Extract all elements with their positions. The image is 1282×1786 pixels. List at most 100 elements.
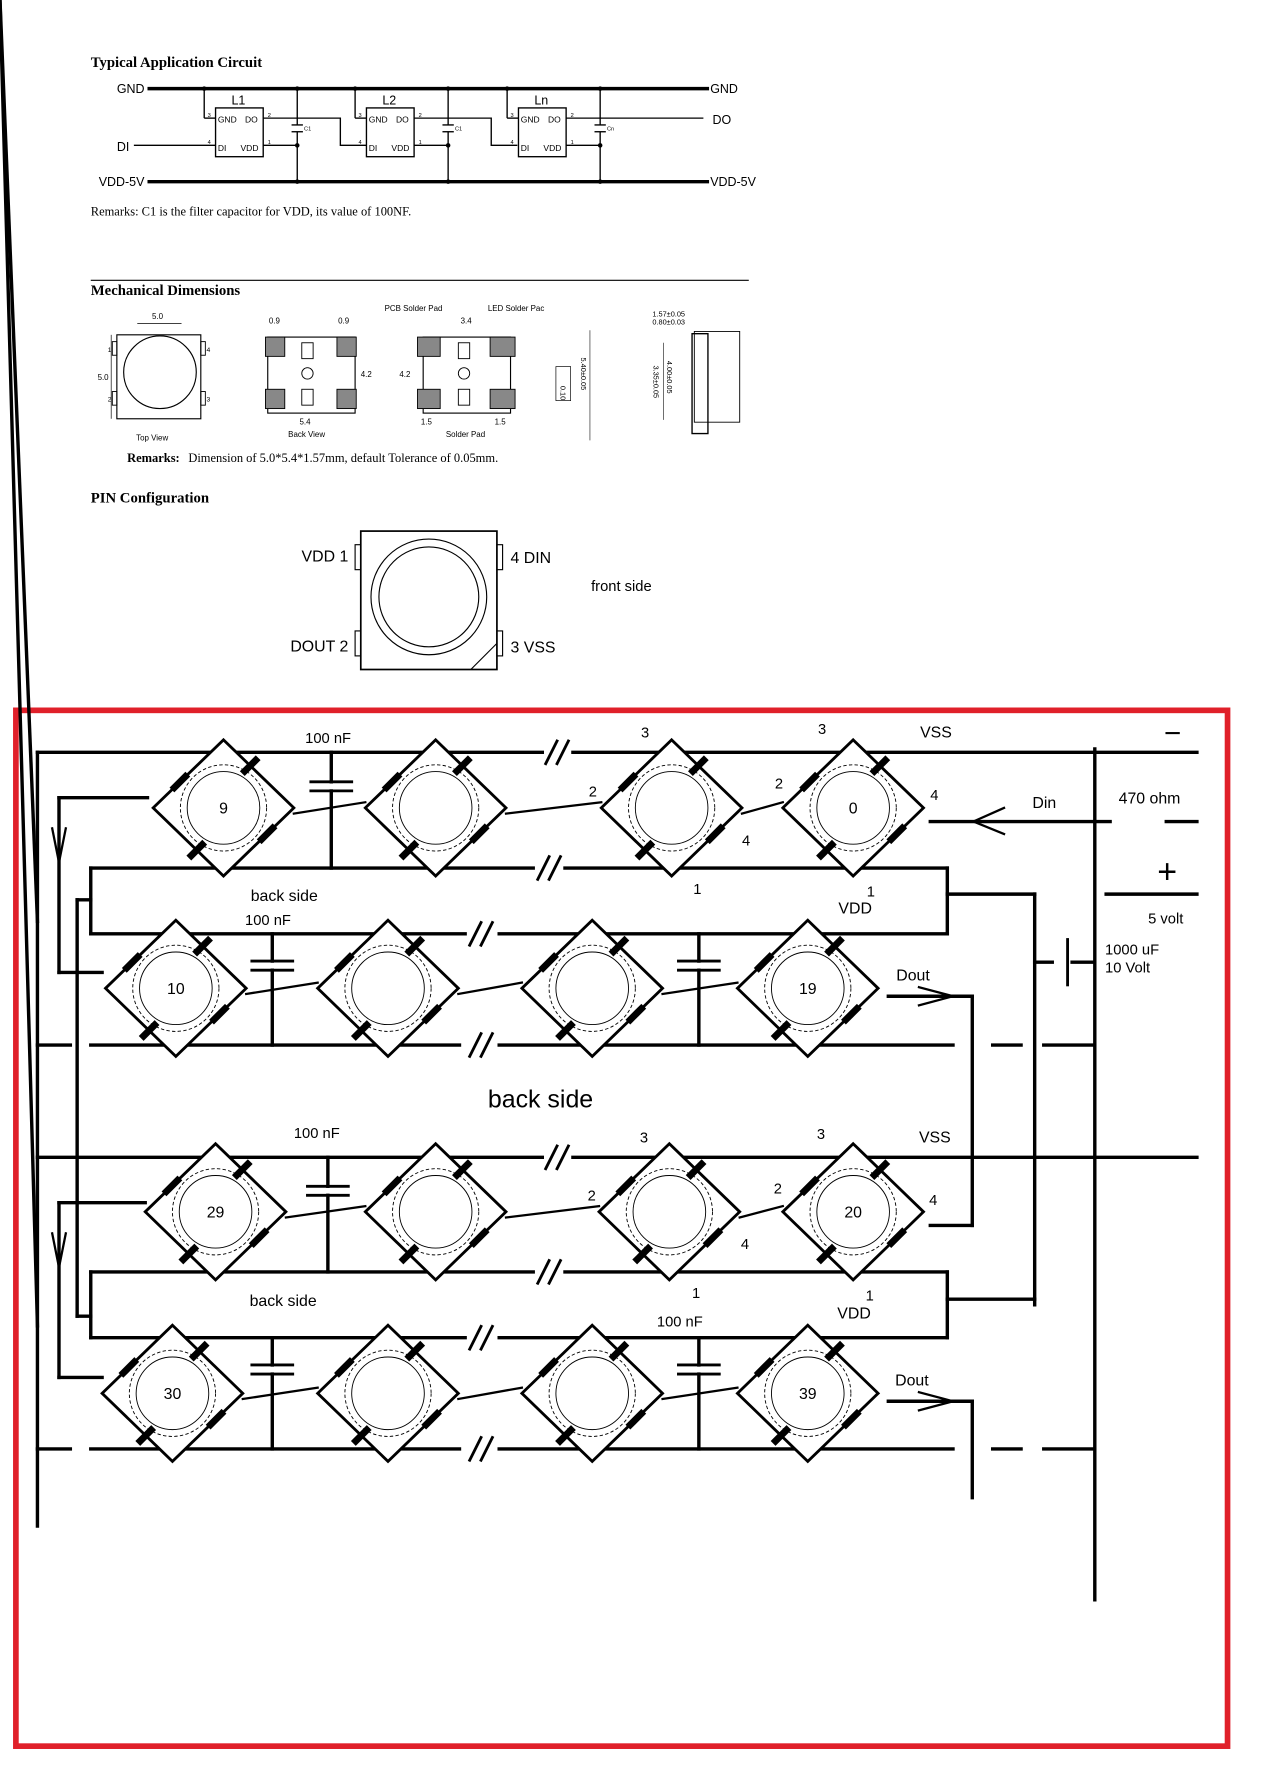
led-package xyxy=(359,530,498,671)
dim-label: 5.0 xyxy=(98,373,110,382)
capacitor-label: 100 nF xyxy=(657,1314,703,1330)
led-index-label: 0 xyxy=(849,801,858,818)
callout-label: LED Solder Pac xyxy=(488,304,545,313)
mechanical-dimensions: Mechanical Dimensions 5.0 5.0 1 2 3 4 To… xyxy=(90,279,749,465)
section-title: PIN Configuration xyxy=(91,491,209,507)
chip-pin-number: 4 xyxy=(359,140,362,146)
vdd-label: VDD-5V xyxy=(99,175,145,189)
pin-label: 4 xyxy=(206,347,210,354)
chip-pin-label: DO xyxy=(245,115,258,125)
led-ws2812: 39 xyxy=(735,1323,881,1464)
led-ws2812 xyxy=(315,918,461,1059)
gnd-label-right: GND xyxy=(710,82,738,96)
chip-pin-label: DI xyxy=(521,143,530,153)
pin-label: 3 xyxy=(206,397,210,404)
dim-label: 0.80±0.03 xyxy=(652,318,685,327)
led-index-label: 29 xyxy=(207,1204,225,1221)
callout-label: PCB Solder Pad xyxy=(385,304,443,313)
dim-label: 3.35±0.05 xyxy=(651,365,660,398)
pin-2 xyxy=(354,630,362,657)
pin-1 xyxy=(354,544,362,571)
supply-voltage-label: 5 volt xyxy=(1148,912,1183,928)
view-label: Solder Pad xyxy=(446,430,485,439)
pin-number: 1 xyxy=(866,1288,874,1304)
din-label: Din xyxy=(1032,795,1056,812)
section-title: Typical Application Circuit xyxy=(91,55,262,71)
led-ws2812 xyxy=(519,918,665,1059)
pin-number: 3 xyxy=(641,726,649,742)
pin-number: 2 xyxy=(775,777,783,793)
remarks-text: Remarks: C1 is the filter capacitor for … xyxy=(91,205,411,219)
pin-4 xyxy=(496,544,504,571)
chip-pin-number: 2 xyxy=(571,113,574,119)
dim-label: 0.9 xyxy=(269,316,281,325)
chip-pin-number: 1 xyxy=(419,140,422,146)
pin-label: VDD 1 xyxy=(302,549,349,566)
side-label: front side xyxy=(591,579,652,595)
led-ws2812: 10 xyxy=(103,918,249,1059)
chip-name: L1 xyxy=(231,94,245,108)
chip-pin-number: 2 xyxy=(268,113,271,119)
pin-number: 3 xyxy=(818,722,826,738)
chip-pin-number: 3 xyxy=(511,113,514,119)
pin-label: 1 xyxy=(108,347,112,354)
pin-number: 4 xyxy=(930,788,938,804)
capacitor-label: 100 nF xyxy=(245,913,291,929)
pin-label: 2 xyxy=(108,397,112,404)
led-index-label: 30 xyxy=(164,1386,182,1403)
led-ws2812 xyxy=(315,1323,461,1464)
dim-label: 0.9 xyxy=(338,316,350,325)
dim-label: 4.2 xyxy=(361,370,373,379)
bulk-capacitor-label: 1000 uF xyxy=(1105,942,1159,958)
dim-label: 1.5 xyxy=(421,417,433,426)
dim-label: 0.10 xyxy=(558,386,567,400)
resistor-label: 470 ohm xyxy=(1119,790,1181,807)
dim-label: 5.4 xyxy=(300,417,312,426)
chip-pin-label: VDD xyxy=(391,143,409,153)
back-side-label: back side xyxy=(251,888,318,905)
chip-pin-number: 3 xyxy=(208,113,211,119)
pin-label: 3 VSS xyxy=(511,639,556,656)
back-side-title: back side xyxy=(488,1085,593,1113)
led-ws2812: 20 xyxy=(780,1141,926,1282)
back-side-label: back side xyxy=(250,1293,317,1310)
led-ws2812: 19 xyxy=(735,918,881,1059)
vdd-label: VDD xyxy=(838,900,872,917)
highlight-frame xyxy=(13,707,1231,1749)
chip-name: L2 xyxy=(382,94,396,108)
section-title: Mechanical Dimensions xyxy=(91,283,241,299)
chip-pin-number: 4 xyxy=(511,140,514,146)
led-ws2812 xyxy=(596,1141,742,1282)
minus-terminal: − xyxy=(1164,717,1181,750)
vdd-label: VDD xyxy=(837,1305,871,1322)
capacitor-label: 100 nF xyxy=(294,1126,340,1142)
dim-label: 5.0 xyxy=(152,312,164,321)
gnd-label: GND xyxy=(117,82,145,96)
dout-label: Dout xyxy=(896,967,930,984)
view-label: Top View xyxy=(136,433,168,442)
led-index-label: 10 xyxy=(167,981,185,998)
resistor-470-ohm xyxy=(1111,814,1167,829)
led-ws2812 xyxy=(363,1141,509,1282)
bulk-capacitor xyxy=(1053,939,1061,985)
capacitor-label: Cn xyxy=(607,127,614,133)
chip-pin-label: GND xyxy=(218,115,237,125)
dim-label: 5.40±0.05 xyxy=(579,358,588,391)
dim-label: 4.2 xyxy=(399,370,411,379)
chip-pin-number: 1 xyxy=(268,140,271,146)
led-index-label: 20 xyxy=(844,1204,862,1221)
chip-pin-label: DI xyxy=(369,143,377,153)
pin-number: 3 xyxy=(640,1131,648,1147)
pin-number: 4 xyxy=(742,833,750,849)
led-ws2812 xyxy=(599,737,745,878)
pin-number: 2 xyxy=(774,1182,782,1198)
view-label: Back View xyxy=(288,430,325,439)
led-index-label: 9 xyxy=(219,801,228,818)
pin-label: DOUT 2 xyxy=(290,638,348,655)
schematic-labels: 100 nF 100 nF 100 nF 100 nF 3 3 3 3 2 2 … xyxy=(245,717,1183,1389)
chip-pin-number: 3 xyxy=(359,113,362,119)
